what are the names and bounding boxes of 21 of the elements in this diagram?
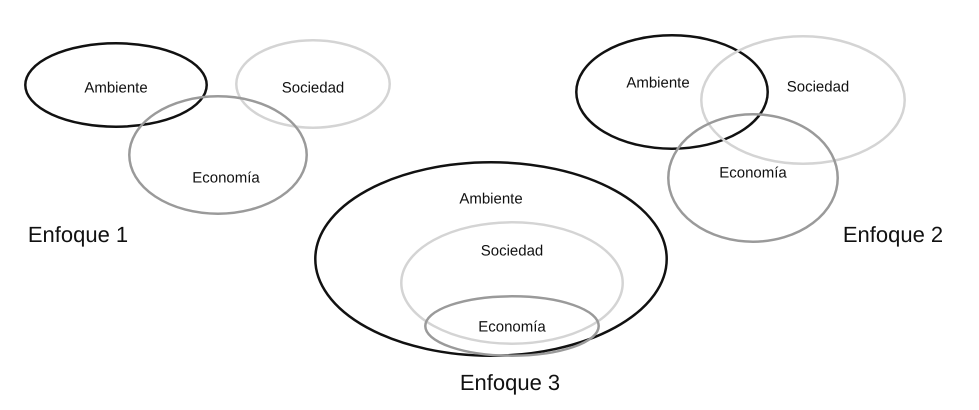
ellipse-shape (700, 35, 906, 165)
ellipse-shape (235, 39, 391, 129)
ellipse-shape (575, 34, 769, 150)
ellipse-label: Economía (192, 170, 260, 186)
ellipse-shape (424, 295, 600, 357)
ellipse-label: Ambiente (84, 80, 148, 96)
ellipse-label: Ambiente (459, 190, 523, 208)
approach-heading: Enfoque 1 (28, 222, 128, 248)
ellipse-label: Sociedad (282, 80, 344, 96)
approach-heading: Enfoque 2 (842, 222, 944, 248)
approach-heading: Enfoque 3 (460, 370, 560, 396)
ellipse-shape (314, 161, 668, 357)
ellipse-label: Economía (478, 318, 546, 336)
ellipse-shape (667, 113, 839, 243)
ellipse-label: Sociedad (480, 242, 544, 260)
ellipse-shape (400, 221, 624, 345)
ellipse-shape (24, 42, 208, 128)
ellipse-label: Sociedad (786, 78, 850, 96)
ellipse-label: Economía (719, 164, 787, 182)
ellipse-label: Ambiente (626, 74, 690, 92)
ellipse-shape (128, 95, 308, 215)
